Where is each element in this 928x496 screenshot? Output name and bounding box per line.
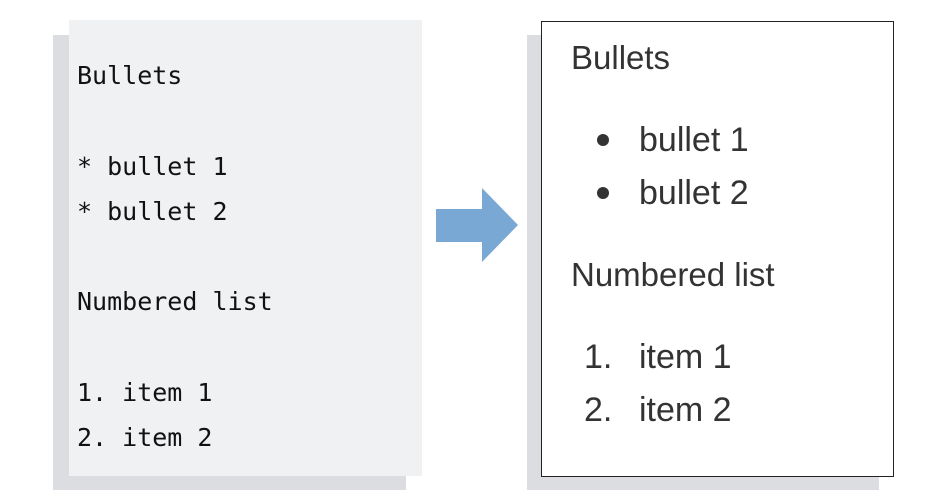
source-panel bbox=[69, 20, 422, 476]
rendered-item-2: item 2 bbox=[639, 391, 732, 429]
rendered-bullet-2: bullet 2 bbox=[639, 174, 749, 212]
source-line-heading-bullets: Bullets bbox=[77, 61, 183, 90]
rendered-panel bbox=[541, 21, 894, 477]
source-line-item-1: 1. item 1 bbox=[77, 378, 213, 407]
source-line-bullet-1: * bullet 1 bbox=[77, 152, 228, 181]
bullet-dot-icon bbox=[597, 187, 609, 199]
rendered-item-1: item 1 bbox=[639, 338, 732, 376]
bullet-dot-icon bbox=[597, 134, 609, 146]
rendered-number-1: 1. bbox=[584, 338, 613, 376]
rendered-number-2: 2. bbox=[584, 391, 613, 429]
source-line-heading-numbered: Numbered list bbox=[77, 287, 273, 316]
source-line-item-2: 2. item 2 bbox=[77, 423, 213, 452]
rendered-heading-numbered: Numbered list bbox=[571, 256, 775, 293]
rendered-bullet-1: bullet 1 bbox=[639, 121, 749, 159]
right-arrow-icon bbox=[436, 188, 518, 262]
source-line-bullet-2: * bullet 2 bbox=[77, 197, 228, 226]
rendered-heading-bullets: Bullets bbox=[571, 39, 671, 76]
